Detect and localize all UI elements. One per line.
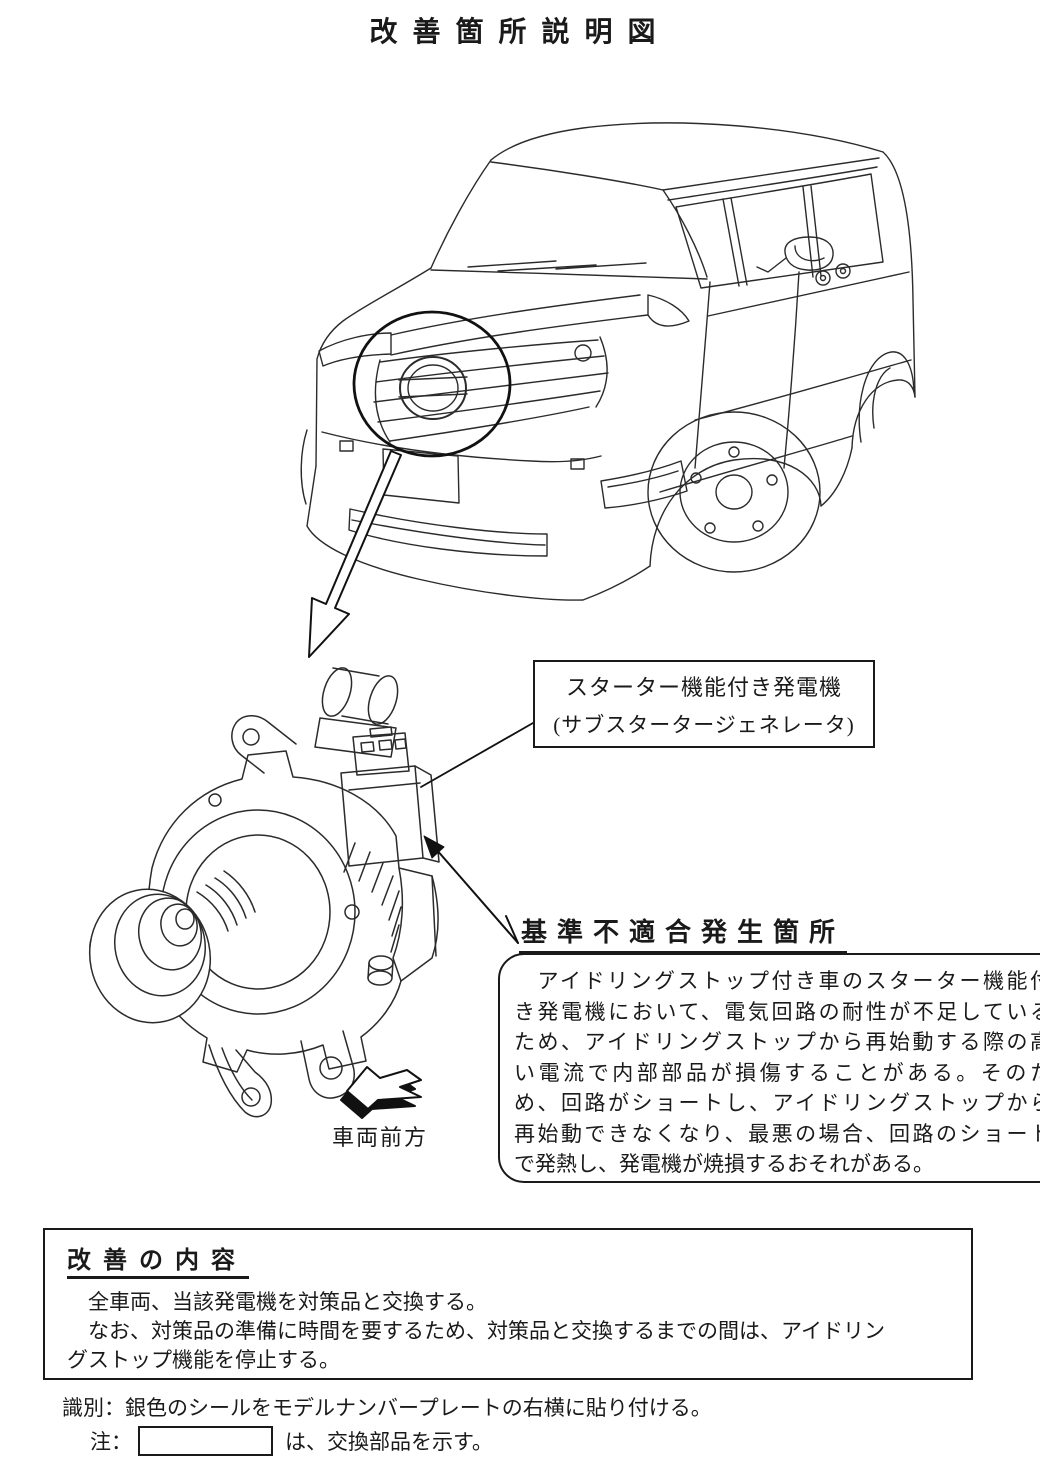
remedy-box: 改善の内容 全車両、当該発電機を対策品と交換する。 なお、対策品の準備に時間を要… — [43, 1228, 973, 1380]
part-label-leader-line — [420, 722, 534, 788]
note-suffix: は、交換部品を示す。 — [285, 1430, 493, 1454]
page-title: 改善箇所説明図 — [369, 17, 671, 48]
brand-badge-icon — [398, 356, 468, 420]
defect-pointer-stub — [505, 915, 519, 944]
defect-text-line: アイドリングストップ付き車のスターター機能付 — [514, 969, 1040, 993]
defect-text-line: ため、アイドリングストップから再始動する際の高 — [514, 1030, 1040, 1054]
part-label-line2: (サブスタータージェネレータ) — [553, 712, 855, 737]
note-prefix: 注： — [90, 1430, 132, 1454]
note-line: 注： は、交換部品を示す。 — [90, 1426, 493, 1456]
grille-highlight-circle — [352, 310, 512, 458]
remedy-text-line: グストップ機能を停止する。 — [67, 1348, 340, 1372]
connector-module — [340, 726, 440, 867]
defect-text-line: め、回路がショートし、アイドリングストップから — [514, 1091, 1040, 1115]
defect-text-line: 再始動できなくなり、最悪の場合、回路のショート — [514, 1121, 1040, 1146]
vehicle-front-label: 車両前方 — [332, 1125, 429, 1150]
remedy-text-line: なお、対策品の準備に時間を要するため、対策品と交換するまでの間は、アイドリン — [67, 1319, 885, 1343]
defect-text-line: き発電機において、電気回路の耐性が不足している — [514, 999, 1040, 1024]
part-label-line1: スターター機能付き発電機 — [565, 674, 842, 700]
identification-line: 識別：銀色のシールをモデルナンバープレートの右横に貼り付ける。 — [62, 1396, 712, 1420]
defect-text-line: い電流で内部部品が損傷することがある。そのた — [514, 1060, 1040, 1085]
remedy-text-line: 全車両、当該発電機を対策品と交換する。 — [67, 1290, 487, 1314]
defect-description-box: アイドリングストップ付き車のスターター機能付 き発電機において、電気回路の耐性が… — [498, 953, 1040, 1183]
remedy-heading: 改善の内容 — [67, 1240, 249, 1279]
zoom-arrow — [308, 450, 402, 658]
defect-section-heading: 基準不適合発生箇所 — [519, 912, 848, 954]
defect-pointer-line — [435, 848, 519, 944]
defect-text-line: で発熱し、発電機が焼損するおそれがある。 — [514, 1152, 934, 1176]
vehicle-illustration — [300, 122, 916, 601]
part-label-box: スターター機能付き発電機 (サブスタータージェネレータ) — [533, 660, 875, 748]
replacement-part-legend-box — [138, 1426, 273, 1456]
defect-pointer-arrowhead — [423, 835, 445, 859]
generator-part-illustration — [88, 667, 440, 1118]
vehicle-front-arrow-icon — [340, 1066, 422, 1119]
